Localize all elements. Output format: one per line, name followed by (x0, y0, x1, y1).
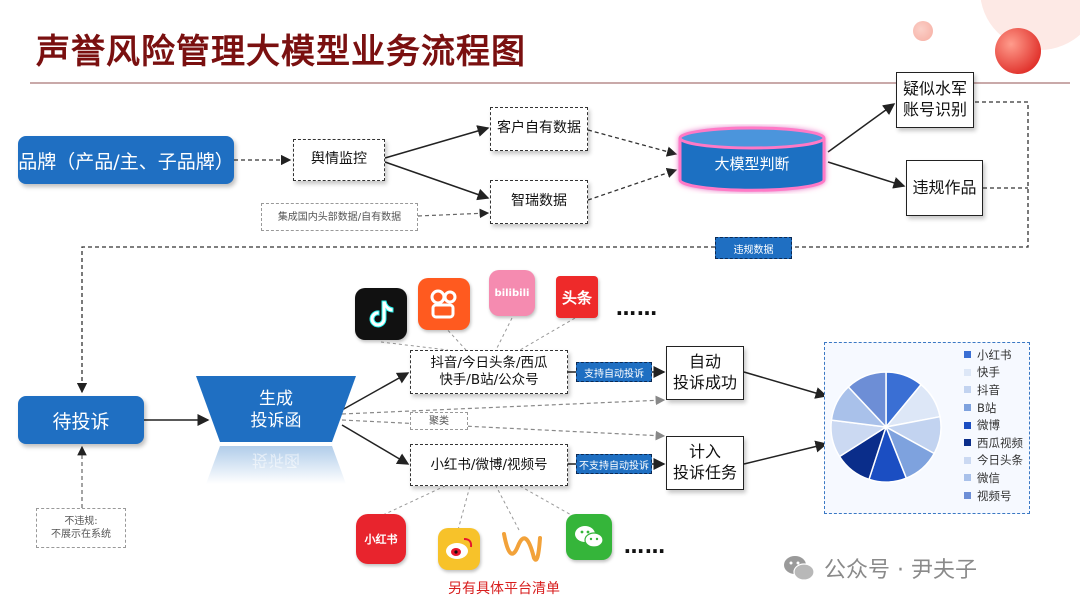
legend-item: B站 (964, 399, 1028, 417)
legend-swatch (964, 492, 971, 500)
legend-label: 快手 (977, 365, 1000, 380)
generate-line1: 生成 (259, 389, 293, 409)
decor-circles (913, 0, 1080, 74)
title-underline (30, 82, 1070, 84)
legend-label: 抖音 (977, 382, 1000, 397)
wechat-glyph (575, 526, 604, 548)
legend-item: 抖音 (964, 381, 1028, 399)
auto-platforms-line2: 快手/B站/公众号 (439, 372, 539, 388)
more-platforms-bottom: …… (624, 534, 666, 558)
legend-swatch (964, 421, 971, 429)
suspected-bot-line1: 疑似水军 (902, 79, 967, 99)
manual-platforms-node: 小红书/微博/视频号 (410, 444, 568, 486)
legend-item: 快手 (964, 364, 1028, 382)
toutiao-icon: 头条 (556, 276, 598, 318)
legend-item: 微信 (964, 469, 1028, 487)
legend-item: 今日头条 (964, 452, 1028, 470)
legend-swatch (964, 474, 971, 482)
auto-support-tag: 支持自动投诉 (576, 362, 652, 382)
suspected-bot-node: 疑似水军 账号识别 (896, 72, 974, 128)
auto-platforms-node: 抖音/今日头条/西瓜 快手/B站/公众号 (410, 350, 568, 394)
brand-node: 品牌（产品/主、子品牌） (18, 136, 234, 184)
kuaishou-glyph (430, 289, 457, 319)
legend-label: 微信 (977, 470, 1000, 485)
pending-complaint-node: 待投诉 (18, 396, 144, 444)
legend-swatch (964, 368, 971, 376)
auto-success-node: 自动 投诉成功 (666, 346, 744, 400)
legend-item: 微博 (964, 416, 1028, 434)
legend-swatch (964, 456, 971, 464)
legend-item: 小红书 (964, 346, 1028, 364)
wechat-watermark-icon (782, 553, 816, 583)
no-violation-line2: 不展示在系统 (51, 529, 111, 540)
kuaishou-icon (418, 278, 470, 330)
shipinhao-glyph (502, 532, 542, 562)
generate-complaint-label: 生成 投诉函 (220, 388, 332, 442)
platform-list-note: 另有具体平台清单 (448, 581, 560, 597)
no-auto-support-tag: 不支持自动投诉 (576, 454, 652, 474)
violating-works-node: 违规作品 (906, 160, 983, 216)
page-title: 声誉风险管理大模型业务流程图 (36, 32, 526, 72)
bilibili-icon: bilibili (489, 270, 535, 316)
auto-success-line1: 自动 (688, 352, 721, 372)
xiaohongshu-icon: 小红书 (356, 514, 406, 564)
legend-label: 视频号 (977, 488, 1012, 503)
manual-task-node: 计入 投诉任务 (666, 436, 744, 490)
legend-label: 微博 (977, 418, 1000, 433)
legend-swatch (964, 351, 971, 359)
shipinhao-icon (498, 524, 542, 568)
douyin-glyph (369, 300, 394, 328)
platform-pie-chart (830, 371, 942, 483)
manual-task-line2: 投诉任务 (672, 463, 737, 482)
legend-label: 小红书 (977, 347, 1012, 362)
generate-reflection: 投诉函 (251, 451, 300, 470)
aggregate-tag: 聚类 (410, 412, 468, 430)
violation-data-tag: 违规数据 (715, 237, 792, 259)
weibo-glyph (446, 538, 473, 559)
douyin-icon (355, 288, 407, 340)
legend-item: 视频号 (964, 487, 1028, 505)
no-violation-note: 不违规: 不展示在系统 (36, 508, 126, 548)
own-data-node: 客户自有数据 (490, 107, 588, 151)
generate-complaint-shape (196, 376, 356, 484)
llm-cylinder (678, 126, 826, 192)
suspected-bot-line2: 账号识别 (902, 100, 967, 119)
pie-slice-8 (847, 371, 887, 429)
legend-item: 西瓜视频 (964, 434, 1028, 452)
zhirui-data-node: 智瑞数据 (490, 180, 588, 224)
legend-label: B站 (977, 400, 997, 415)
integrate-note: 集成国内头部数据/自有数据 (261, 203, 418, 231)
legend-label: 西瓜视频 (977, 435, 1023, 450)
generate-line2: 投诉函 (250, 411, 302, 432)
legend-label: 今日头条 (977, 453, 1023, 468)
llm-judge-label: 大模型判断 (714, 154, 790, 173)
legend-swatch (964, 439, 971, 447)
auto-platforms-line1: 抖音/今日头条/西瓜 (430, 355, 548, 372)
weibo-icon (438, 528, 480, 570)
no-violation-line1: 不违规: (64, 516, 98, 527)
more-platforms-top: …… (616, 296, 658, 320)
watermark-text: 公众号 · 尹夫子 (824, 558, 977, 583)
wechat-icon (566, 514, 612, 560)
legend-swatch (964, 386, 971, 394)
auto-success-line2: 投诉成功 (672, 373, 737, 392)
watermark-glyph (784, 556, 815, 581)
legend-swatch (964, 404, 971, 412)
pie-legend: 小红书快手抖音 B站微博西瓜视频今日头条微信视频号 (964, 346, 1028, 504)
monitor-node: 舆情监控 (293, 139, 385, 181)
manual-task-line1: 计入 (688, 442, 721, 462)
